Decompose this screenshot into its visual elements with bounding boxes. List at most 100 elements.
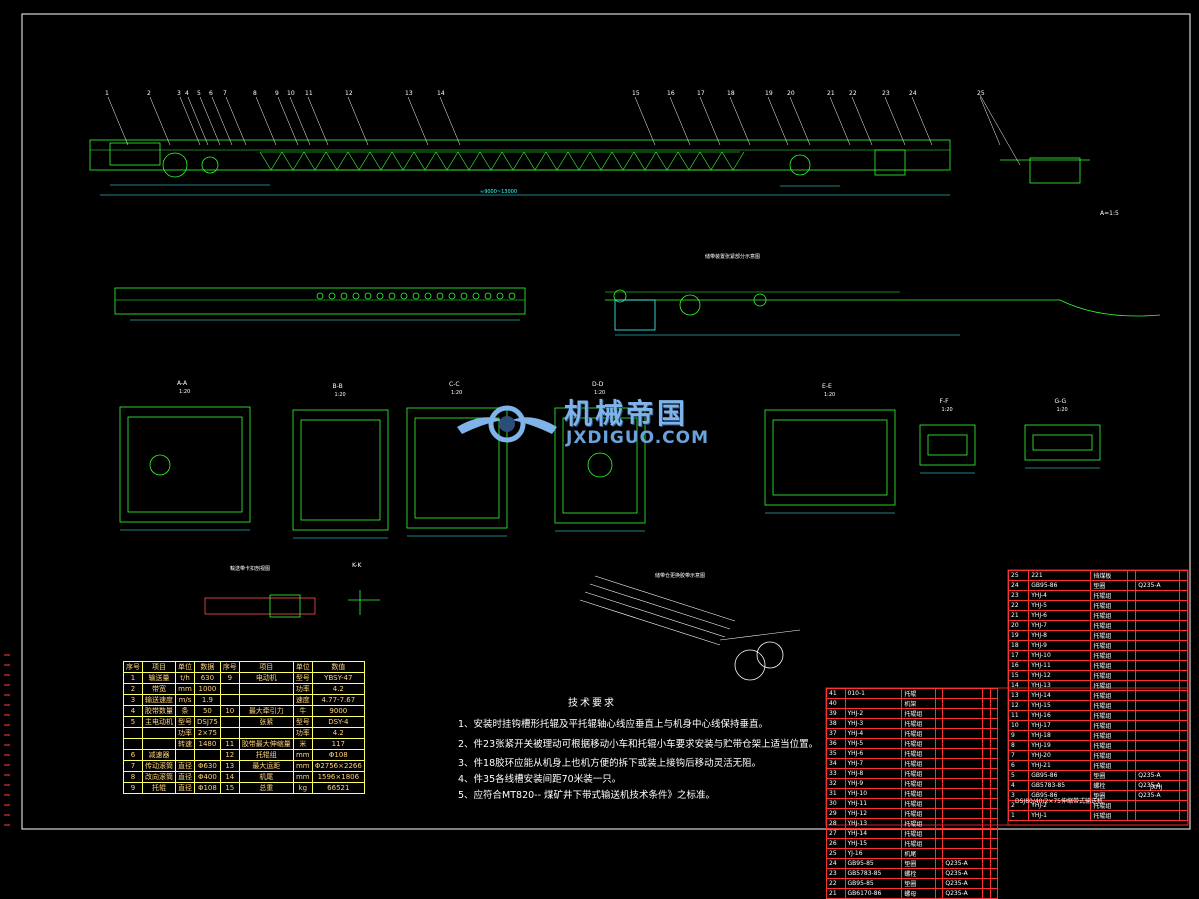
truss-web — [468, 151, 481, 171]
tech-cell: 12 — [219, 749, 240, 761]
part-right-cell — [1178, 620, 1189, 631]
part-left-cell — [935, 738, 944, 749]
callout-number: 10 — [287, 90, 295, 97]
tech-cell: 胶带最大伸缩量 — [238, 738, 294, 750]
return-drum — [753, 293, 767, 307]
part-right-cell: 托辊组 — [1090, 610, 1129, 621]
part-left-cell — [989, 768, 999, 779]
tech-cell — [142, 727, 176, 739]
tail-drum — [789, 154, 811, 176]
detail-clamp — [269, 594, 301, 618]
tech-header-cell: 项目 — [238, 661, 294, 673]
callout-number: 1 — [105, 90, 109, 97]
part-right-cell: 8 — [1007, 740, 1030, 751]
tech-cell: 1596×1806 — [311, 771, 365, 783]
part-right-cell: 4 — [1007, 780, 1030, 791]
part-left-cell: 托辊组 — [901, 838, 937, 849]
tech-cell: 最大牵引力 — [238, 705, 294, 717]
part-right-cell — [1178, 650, 1189, 661]
part-right-cell: YHJ-18 — [1028, 730, 1092, 741]
tech-cell — [238, 727, 294, 739]
tech-cell: 2×75 — [194, 727, 221, 739]
tech-cell: YBSY-47 — [311, 672, 365, 684]
return-dim-box — [614, 299, 656, 331]
tech-cell: 66521 — [311, 782, 365, 794]
tech-cell: 米 — [292, 738, 313, 750]
part-left-cell — [989, 778, 999, 789]
truss-web — [721, 151, 734, 171]
part-right-cell — [1178, 800, 1189, 811]
part-left-cell: YHJ-6 — [844, 748, 903, 759]
tech-cell: 功率 — [175, 727, 195, 739]
callout-number: 5 — [197, 90, 201, 97]
part-right-cell: 托辊组 — [1090, 600, 1129, 611]
part-left-cell: 39 — [826, 708, 846, 719]
truss-web — [545, 151, 558, 171]
tech-cell: 1480 — [194, 738, 221, 750]
part-left-cell — [942, 688, 984, 699]
part-left-cell — [935, 758, 944, 769]
tech-cell: 50 — [194, 705, 221, 717]
section-view-F-F — [919, 424, 976, 466]
tech-cell: 5 — [123, 716, 143, 728]
part-right-cell: YHJ-15 — [1028, 700, 1092, 711]
callout-leader — [699, 96, 721, 146]
tech-cell — [123, 738, 143, 750]
section-scale: 1:20 — [179, 389, 190, 395]
part-right-cell — [1135, 710, 1180, 721]
part-right-cell: YHJ-5 — [1028, 600, 1092, 611]
part-left-cell — [989, 688, 999, 699]
part-left-cell: Q235-A — [942, 858, 984, 869]
part-left-cell: 机尾 — [901, 848, 937, 859]
part-left-cell: 38 — [826, 718, 846, 729]
callout-leader — [307, 96, 329, 146]
part-left-cell — [942, 808, 984, 819]
part-right-cell: 托辊组 — [1090, 650, 1129, 661]
tech-cell — [175, 749, 195, 761]
part-right-cell: YHJ-13 — [1028, 680, 1092, 691]
callout-number: 24 — [909, 90, 917, 97]
truss-web — [380, 151, 393, 171]
part-right-cell: YHJ-7 — [1028, 620, 1092, 631]
part-right-cell: 25 — [1007, 570, 1030, 581]
part-right-cell: 23 — [1007, 590, 1030, 601]
part-left-cell: 托辊组 — [901, 748, 937, 759]
callout-leader — [729, 96, 751, 146]
truss-web — [281, 151, 294, 171]
part-right-cell — [1135, 590, 1180, 601]
part-right-cell: 托辊组 — [1090, 710, 1129, 721]
tech-cell: 速度 — [292, 694, 313, 706]
part-right-cell: YHJ-19 — [1028, 740, 1092, 751]
callout-leader — [255, 96, 277, 146]
part-left-cell: 23 — [826, 868, 846, 879]
part-left-cell — [989, 848, 999, 859]
part-left-cell — [982, 778, 991, 789]
part-right-cell — [1135, 670, 1180, 681]
callout-number: 21 — [827, 90, 835, 97]
part-left-cell: 托辊 — [901, 688, 937, 699]
section-inner — [414, 417, 500, 519]
tech-cell: 功率 — [292, 683, 313, 695]
callout-leader — [277, 96, 299, 146]
idler-roller — [388, 292, 396, 300]
part-right-cell: 13 — [1007, 690, 1030, 701]
part-left-cell — [982, 718, 991, 729]
part-left-cell: 37 — [826, 728, 846, 739]
tech-cell: 改向滚筒 — [142, 771, 176, 783]
truss-web — [644, 151, 657, 171]
part-right-cell — [1127, 810, 1137, 821]
truss-web — [457, 151, 470, 171]
callout-leader — [199, 96, 221, 146]
part-left-cell: 托辊组 — [901, 788, 937, 799]
part-right-cell — [1135, 640, 1180, 651]
part-left-cell — [982, 848, 991, 859]
tech-cell: 电动机 — [238, 672, 294, 684]
tech-cell: Φ400 — [194, 771, 221, 783]
part-right-cell: 垫圈 — [1090, 770, 1129, 781]
